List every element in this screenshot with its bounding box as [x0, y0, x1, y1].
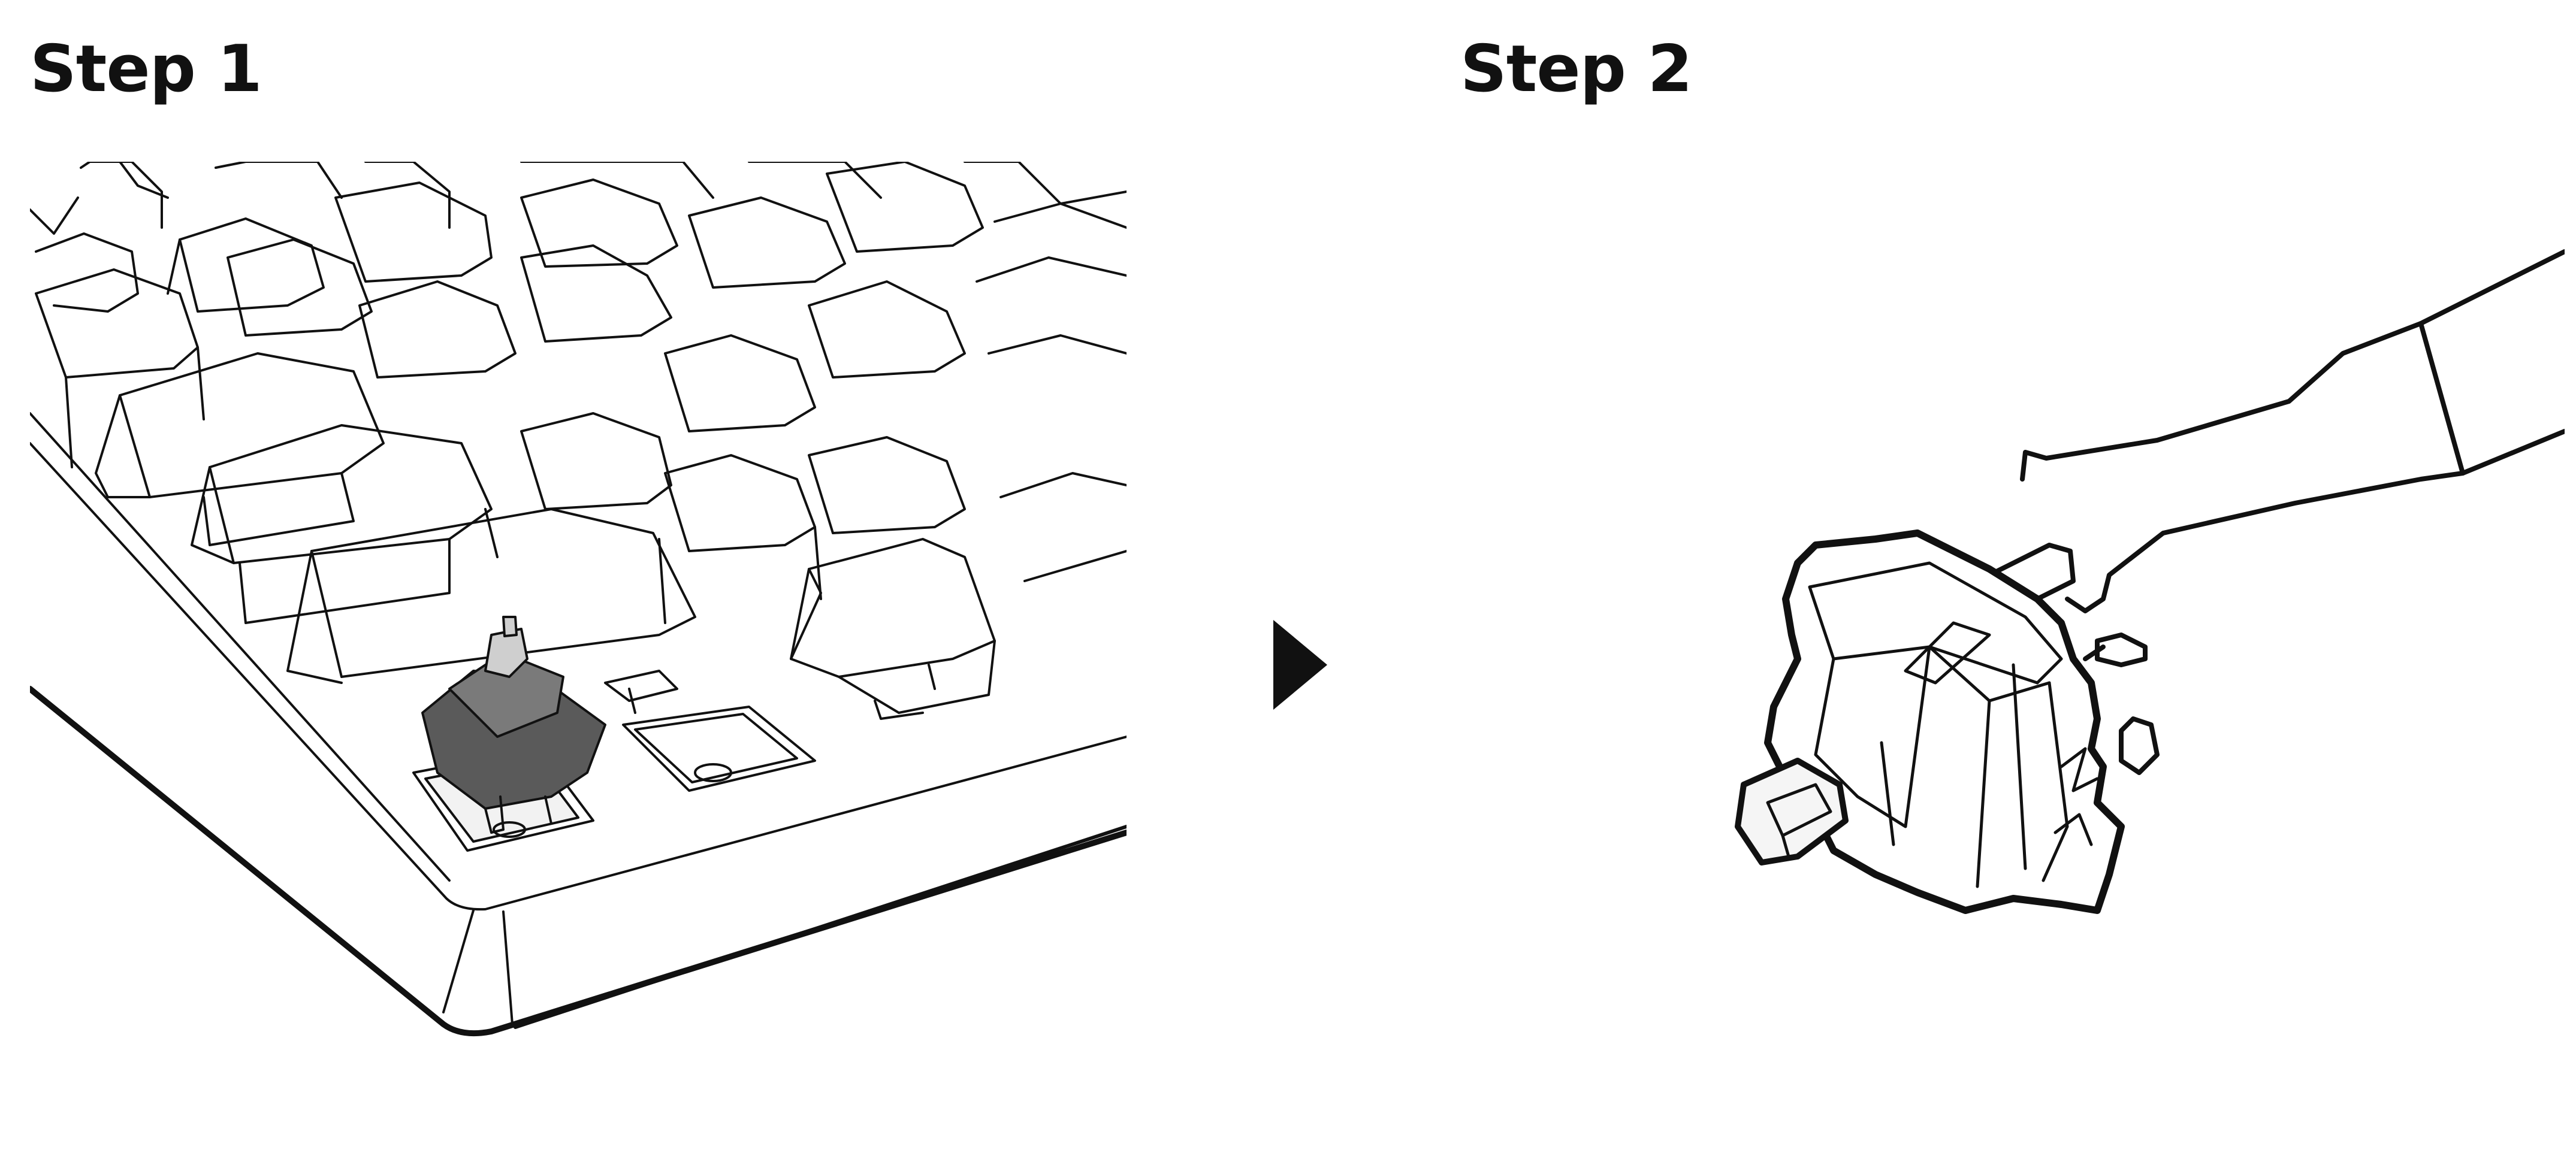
keycaps: [30, 162, 1127, 720]
step-2-title: Step 2: [1460, 32, 1693, 107]
switch-tweezers-illustration: [1678, 228, 2565, 946]
triangle-right-arrow-icon: [1270, 617, 1330, 713]
keyboard-case: [30, 412, 1127, 1037]
keyboard-illustration: [30, 162, 1127, 1048]
lifted-switch: [412, 616, 606, 852]
key-switch: [1735, 529, 2160, 914]
step-1-title: Step 1: [30, 32, 262, 107]
empty-switch-slot: [604, 670, 816, 792]
tweezers: [2020, 249, 2565, 613]
